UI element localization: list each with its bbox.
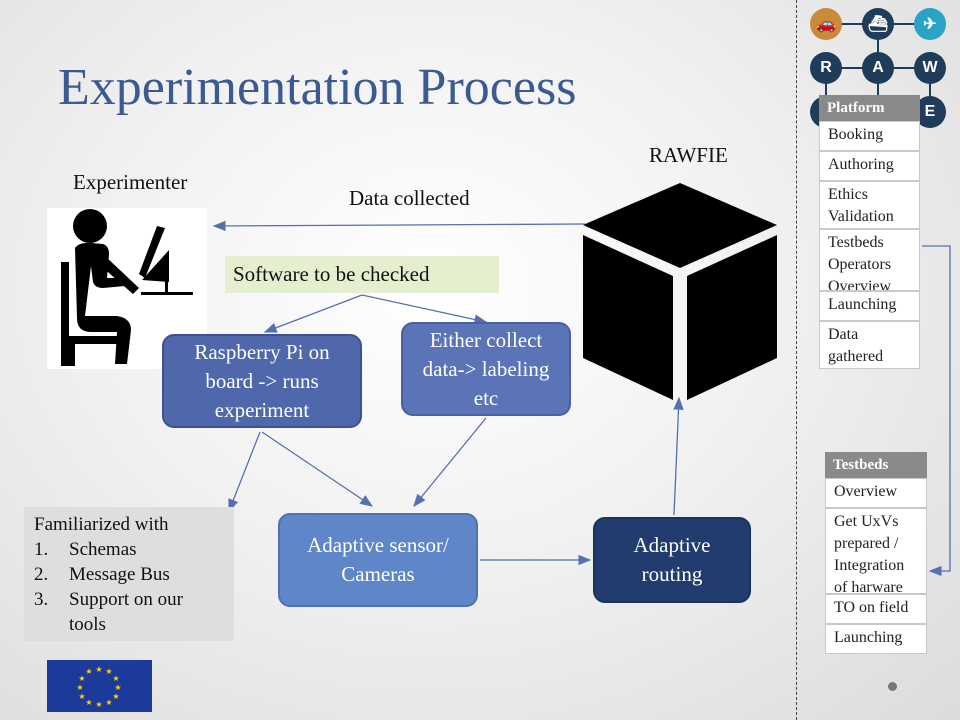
sidebar-item-testbeds-operators-overview[interactable]: Testbeds Operators Overview [819, 229, 920, 291]
rawfie-label: RAWFIE [649, 143, 728, 167]
sidebar-item-to-on-field[interactable]: TO on field [825, 594, 927, 624]
list-item-number: 1. [34, 539, 49, 560]
eu-flag-icon: ★★★ ★★★ ★★★ ★★★ [47, 660, 152, 712]
svg-text:★: ★ [105, 698, 112, 707]
list-item-number: 2. [34, 564, 49, 585]
logo-letter-r: R [810, 52, 842, 84]
sidebar-item-testbeds-launching[interactable]: Launching [825, 624, 927, 654]
svg-text:★: ★ [76, 683, 83, 692]
ship-icon: ⛴ [862, 8, 894, 40]
slide-title: Experimentation Process [58, 59, 577, 116]
list-item: 2. Message Bus [34, 562, 224, 587]
testbeds-menu-header[interactable]: Testbeds [825, 452, 927, 478]
experimenter-label: Experimenter [73, 170, 188, 194]
either-collect-node: Either collect data-> labeling etc [401, 322, 571, 416]
logo-letter-a: A [862, 52, 894, 84]
platform-menu: Platform Booking Authoring Ethics Valida… [819, 95, 920, 369]
svg-text:★: ★ [95, 700, 102, 709]
familiarized-heading: Familiarized with [34, 514, 169, 535]
list-item-text: Schemas [69, 539, 137, 560]
svg-text:★: ★ [85, 667, 92, 676]
sidebar-item-ethics-validation[interactable]: Ethics Validation [819, 181, 920, 229]
svg-text:★: ★ [114, 683, 121, 692]
arrow-software-to-raspberry [263, 294, 363, 333]
list-item-number: 3. [34, 589, 49, 610]
list-item-text: Support on our tools [69, 589, 183, 635]
svg-text:★: ★ [112, 692, 119, 701]
software-to-be-checked-box: Software to be checked [225, 256, 499, 293]
svg-text:★: ★ [95, 665, 102, 674]
sidebar-divider [796, 0, 797, 720]
testbeds-menu: Testbeds Overview Get UxVs prepared / In… [825, 452, 927, 654]
sidebar-item-get-uxvs-prepared[interactable]: Get UxVs prepared / Integration of harwa… [825, 508, 927, 594]
familiarized-box: Familiarized with 1. Schemas 2. Message Bu… [24, 507, 234, 641]
list-item-text: Message Bus [69, 564, 170, 585]
list-item: 1. Schemas [34, 537, 224, 562]
cube-icon [580, 180, 780, 402]
drone-icon: ✈ [914, 8, 946, 40]
logo-letter-w: W [914, 52, 946, 84]
arrow-raspberry-to-sensor [261, 431, 374, 507]
svg-text:★: ★ [112, 674, 119, 683]
raspberry-pi-node: Raspberry Pi on board -> runs experiment [162, 334, 362, 428]
adaptive-routing-node: Adaptive routing [593, 517, 751, 603]
svg-text:★: ★ [105, 667, 112, 676]
arrow-data-collected [212, 220, 586, 232]
arrow-sidebar-testbeds [922, 245, 951, 577]
svg-text:★: ★ [78, 692, 85, 701]
car-icon: 🚗 [810, 8, 842, 40]
sidebar-item-authoring[interactable]: Authoring [819, 151, 920, 181]
arrow-routing-to-rawfie [673, 396, 684, 516]
data-collected-label: Data collected [349, 186, 470, 210]
arrow-software-to-either [361, 294, 488, 325]
familiarized-list: 1. Schemas 2. Message Bus 3. Support on our… [34, 537, 224, 637]
adaptive-sensor-node: Adaptive sensor/ Cameras [278, 513, 478, 607]
sidebar-item-booking[interactable]: Booking [819, 121, 920, 151]
sidebar-item-data-gathered[interactable]: Data gathered [819, 321, 920, 369]
sidebar-item-launching[interactable]: Launching [819, 291, 920, 321]
svg-text:★: ★ [85, 698, 92, 707]
arrow-either-to-sensor [413, 417, 487, 508]
sidebar-item-overview[interactable]: Overview [825, 478, 927, 508]
platform-menu-header[interactable]: Platform [819, 95, 920, 121]
list-item: 3. Support on our tools [34, 587, 224, 637]
svg-text:★: ★ [78, 674, 85, 683]
navigation-dot[interactable] [888, 682, 897, 691]
arrow-raspberry-to-familiar [228, 431, 261, 513]
